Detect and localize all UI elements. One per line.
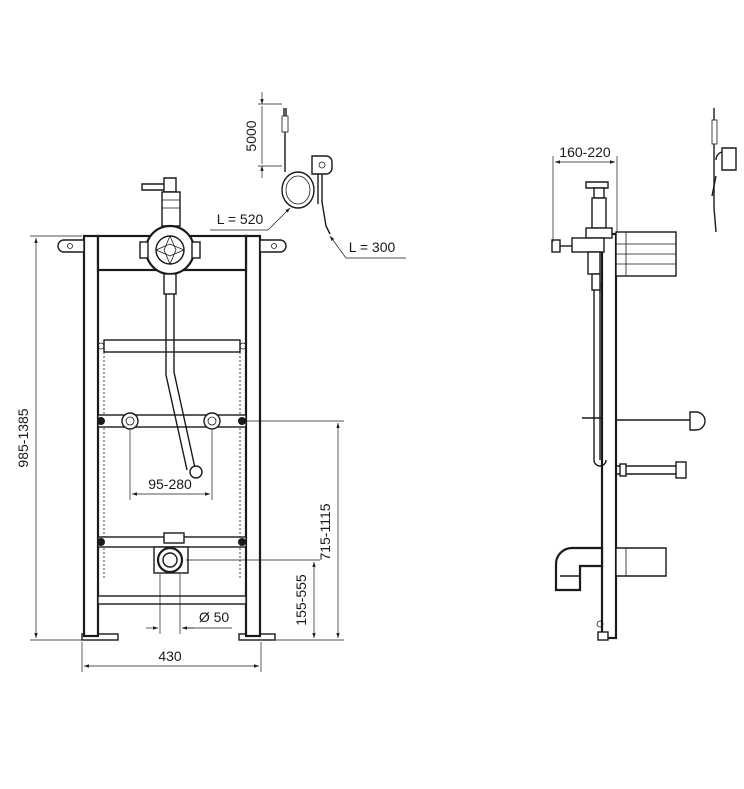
dimension-pipe-diameter: Ø 50 <box>146 574 232 634</box>
side-view-fittings <box>554 411 706 628</box>
dimension-cable-length: 5000 <box>243 92 282 178</box>
side-view-valve <box>551 181 613 291</box>
outlet-spacing-label: 95-280 <box>148 476 192 492</box>
drain-height-label: 155-555 <box>293 574 309 626</box>
total-height-label: 985-1385 <box>15 408 31 467</box>
width-label: 430 <box>158 648 182 664</box>
cable-length-label: 5000 <box>243 120 259 151</box>
dimension-outlet-height: 715-1115 <box>246 420 344 641</box>
leader-l300: L = 300 <box>329 235 406 259</box>
dimension-total-height: 985-1385 <box>15 235 82 641</box>
mixer-valve <box>139 177 203 479</box>
leader-l520: L = 520 <box>210 207 291 231</box>
cable-label-l300: L = 300 <box>349 239 396 255</box>
sensor-cable-detail <box>281 108 333 235</box>
cable-label-l520: L = 520 <box>217 211 264 227</box>
dimension-width: 430 <box>81 642 262 672</box>
side-sensor-detail <box>711 108 737 233</box>
depth-label: 160-220 <box>559 144 611 160</box>
side-view-frame <box>593 231 677 641</box>
outlet-height-label: 715-1115 <box>317 503 333 560</box>
dimension-drain-height: 155-555 <box>186 559 320 641</box>
pipe-diameter-label: Ø 50 <box>199 609 230 625</box>
outlet-rail-fittings <box>121 412 221 430</box>
front-view-frame <box>57 234 287 641</box>
dimension-depth: 160-220 <box>552 144 618 242</box>
drain-fitting <box>153 532 189 574</box>
dimension-outlet-spacing: 95-280 <box>129 430 213 500</box>
